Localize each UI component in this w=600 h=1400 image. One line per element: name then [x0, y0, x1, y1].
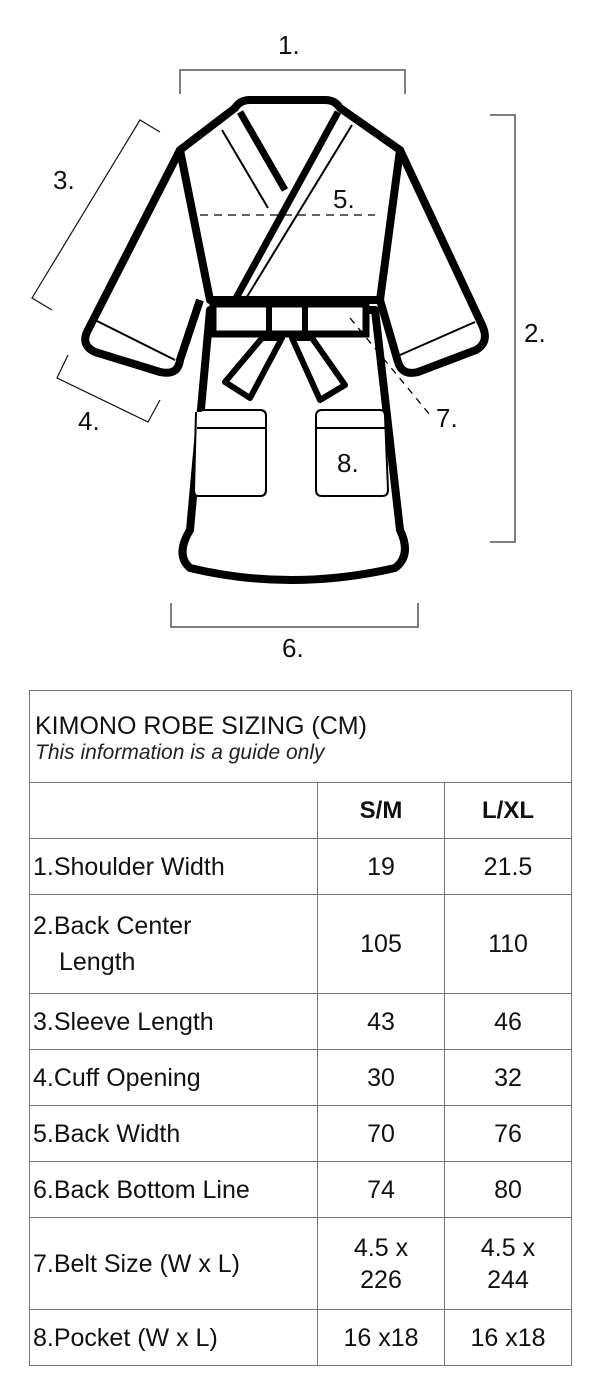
table-row: 2.Back Center Length 105 110 — [29, 894, 573, 994]
kimono-robe-illustration — [31, 69, 516, 628]
value-sm-line2: 226 — [360, 1265, 402, 1294]
measure-label-1: 1. — [278, 30, 300, 60]
value-sm: 16 x18 — [317, 1309, 445, 1366]
value-sm: 74 — [317, 1161, 445, 1218]
kimono-diagram: 1. 2. 3. 4. 5. 6. 7. 8. — [0, 0, 600, 680]
value-sm: 30 — [317, 1049, 445, 1106]
table-row: 8.Pocket (W x L) 16 x18 16 x18 — [29, 1309, 573, 1366]
column-header-measurement — [29, 782, 318, 839]
value-sm: 19 — [317, 838, 445, 895]
measure-label-7: 7. — [436, 403, 458, 433]
value-lxl: 46 — [443, 993, 573, 1050]
table-row: 5.Back Width 70 76 — [29, 1105, 573, 1162]
measure-label-4: 4. — [78, 406, 100, 436]
value-lxl: 80 — [443, 1161, 573, 1218]
value-sm: 4.5 x 226 — [317, 1217, 445, 1310]
table-header-row: S/M L/XL — [29, 782, 573, 839]
measure-label-2: 2. — [524, 318, 546, 348]
table-title: KIMONO ROBE SIZING (CM) — [35, 711, 367, 740]
row-label: 5.Back Width — [29, 1105, 318, 1162]
table-row: 7.Belt Size (W x L) 4.5 x 226 4.5 x 244 — [29, 1217, 573, 1310]
table-row: 6.Back Bottom Line 74 80 — [29, 1161, 573, 1218]
value-lxl: 76 — [443, 1105, 573, 1162]
table-row: 4.Cuff Opening 30 32 — [29, 1049, 573, 1106]
value-sm-line1: 4.5 x — [353, 1233, 409, 1262]
table-row: 1.Shoulder Width 19 21.5 — [29, 838, 573, 895]
row-label: 8.Pocket (W x L) — [29, 1309, 318, 1366]
row-label: 3.Sleeve Length — [29, 993, 318, 1050]
row-label: 7.Belt Size (W x L) — [29, 1217, 318, 1310]
row-label: 4.Cuff Opening — [29, 1049, 318, 1106]
row-label: 2.Back Center Length — [29, 894, 318, 994]
measure-label-8: 8. — [337, 448, 359, 478]
column-header-lxl: L/XL — [443, 782, 573, 839]
value-sm: 105 — [317, 894, 445, 994]
value-sm: 43 — [317, 993, 445, 1050]
measure-label-5: 5. — [333, 184, 355, 214]
sizing-table: KIMONO ROBE SIZING (CM) This information… — [28, 690, 573, 1366]
row-label: 6.Back Bottom Line — [29, 1161, 318, 1218]
row-label: 1.Shoulder Width — [29, 838, 318, 895]
table-row: 3.Sleeve Length 43 46 — [29, 993, 573, 1050]
table-title-row: KIMONO ROBE SIZING (CM) This information… — [28, 690, 573, 783]
measure-label-6: 6. — [282, 633, 304, 663]
value-lxl: 110 — [443, 894, 573, 994]
table-title-cell: KIMONO ROBE SIZING (CM) This information… — [28, 690, 573, 783]
row-label-line2: Length — [59, 948, 136, 976]
value-lxl-line2: 244 — [487, 1265, 529, 1294]
column-header-sm: S/M — [317, 782, 445, 839]
value-lxl: 4.5 x 244 — [443, 1217, 573, 1310]
value-lxl: 32 — [443, 1049, 573, 1106]
measure-label-3: 3. — [53, 165, 75, 195]
value-lxl: 21.5 — [443, 838, 573, 895]
value-lxl-line1: 4.5 x — [480, 1233, 536, 1262]
row-label-line1: 2.Back Center — [33, 912, 192, 940]
value-sm: 70 — [317, 1105, 445, 1162]
value-lxl: 16 x18 — [443, 1309, 573, 1366]
table-subtitle: This information is a guide only — [35, 740, 325, 764]
